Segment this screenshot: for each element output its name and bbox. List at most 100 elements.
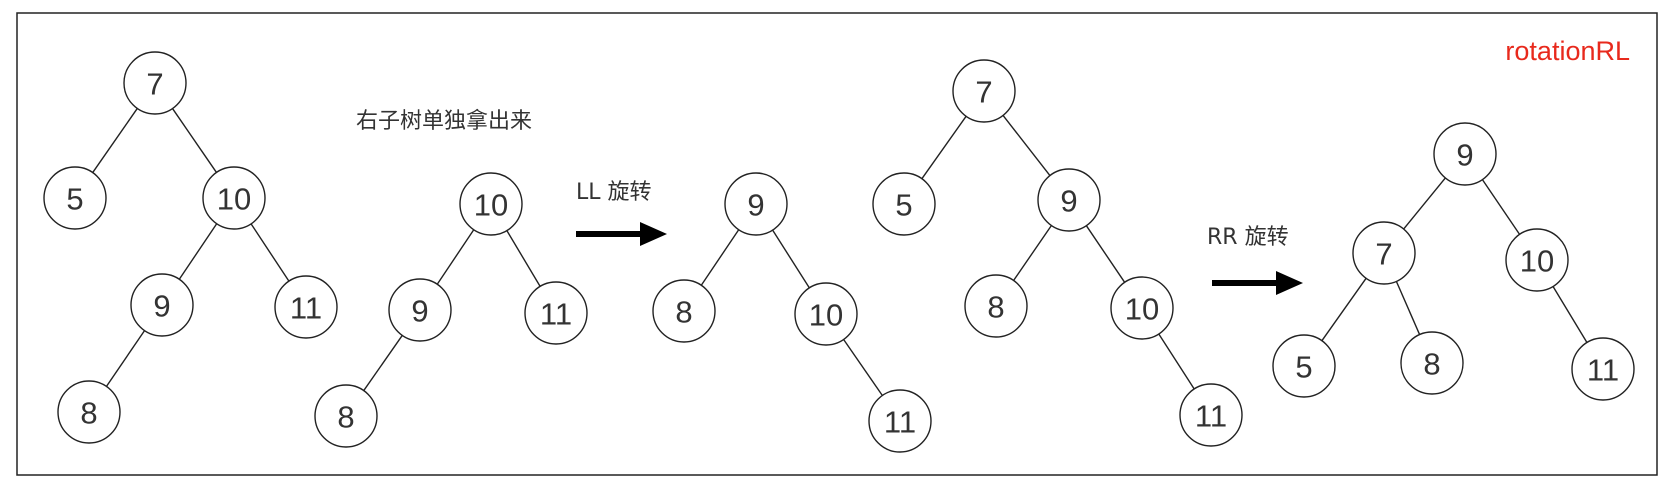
- tree-edge: [1321, 277, 1367, 342]
- node-circle: [1400, 331, 1464, 395]
- node-circle: [724, 172, 788, 236]
- node-circle: [388, 278, 452, 342]
- tree-edge: [772, 229, 810, 289]
- node-circle: [459, 172, 523, 236]
- node-circle: [1037, 168, 1101, 232]
- tree-edge: [178, 223, 218, 280]
- tree-edges: [92, 108, 1588, 396]
- tree-node: 8: [1400, 331, 1464, 395]
- tree-edge: [843, 339, 883, 396]
- node-label: 11: [290, 291, 322, 326]
- node-label: 8: [675, 295, 692, 330]
- node-circle: [794, 282, 858, 346]
- tree-node: 9: [130, 273, 194, 337]
- node-label: 11: [1587, 353, 1619, 388]
- tree-node: 10: [1505, 228, 1569, 292]
- node-circle: [57, 380, 121, 444]
- tree-node: 8: [964, 274, 1028, 338]
- node-label: 10: [217, 182, 251, 217]
- node-circle: [652, 279, 716, 343]
- tree-node: 9: [1433, 122, 1497, 186]
- tree-edge: [1158, 333, 1195, 390]
- tree-node: 10: [794, 282, 858, 346]
- tree-node: 9: [724, 172, 788, 236]
- tree-node: 5: [872, 172, 936, 236]
- tree-edge: [436, 229, 475, 285]
- node-circle: [872, 172, 936, 236]
- node-circle: [868, 389, 932, 453]
- tree-node: 7: [952, 59, 1016, 123]
- tree-node: 11: [274, 275, 338, 339]
- node-circle: [1272, 334, 1336, 398]
- tree-edge: [1002, 115, 1051, 176]
- node-label: 9: [747, 188, 764, 223]
- tree-node: 11: [868, 389, 932, 453]
- node-label: 8: [1423, 347, 1440, 382]
- rr-arrow: [1212, 271, 1303, 295]
- tree-edge: [363, 335, 403, 391]
- tree-node: 10: [459, 172, 523, 236]
- caption-extract-subtree: 右子树单独拿出来: [356, 108, 532, 134]
- node-label: 8: [80, 396, 97, 431]
- node-circle: [202, 166, 266, 230]
- node-label: 10: [1125, 292, 1159, 327]
- node-circle: [274, 275, 338, 339]
- node-label: 9: [411, 294, 428, 329]
- tree-nodes: 7 5 10 9 11 8 10 9 11 8 9 8 10 11 7 5 9 8 10 11 9 7 10 5 8 11: [43, 51, 1635, 453]
- tree-node: 7: [1352, 221, 1416, 285]
- node-label: 11: [1195, 399, 1227, 434]
- caption-rr-rotation: RR 旋转: [1207, 225, 1289, 250]
- node-circle: [1110, 276, 1174, 340]
- node-label: 10: [1520, 244, 1554, 279]
- node-circle: [952, 59, 1016, 123]
- node-label: 11: [884, 405, 916, 440]
- node-label: 9: [1456, 138, 1473, 173]
- tree-edge: [250, 223, 290, 282]
- tree-node: 5: [43, 166, 107, 230]
- node-circle: [964, 274, 1028, 338]
- node-label: 7: [146, 67, 163, 102]
- node-circle: [1433, 122, 1497, 186]
- tree-node: 10: [1110, 276, 1174, 340]
- node-circle: [130, 273, 194, 337]
- tree-node: 5: [1272, 334, 1336, 398]
- diagram-title: rotationRL: [1505, 36, 1630, 66]
- node-label: 5: [1295, 350, 1312, 385]
- node-label: 9: [1060, 184, 1077, 219]
- tree-edge: [1403, 177, 1446, 230]
- tree-edge: [105, 330, 146, 387]
- tree-node: 8: [57, 380, 121, 444]
- node-label: 10: [809, 298, 843, 333]
- tree-node: 8: [652, 279, 716, 343]
- node-circle: [1352, 221, 1416, 285]
- node-circle: [524, 281, 588, 345]
- tree-edge: [1085, 225, 1126, 283]
- node-label: 10: [474, 188, 508, 223]
- tree-edge: [92, 108, 138, 173]
- node-circle: [43, 166, 107, 230]
- node-label: 5: [66, 182, 83, 217]
- tree-node: 11: [1571, 337, 1635, 401]
- node-circle: [1571, 337, 1635, 401]
- node-label: 7: [975, 75, 992, 110]
- node-label: 9: [153, 289, 170, 324]
- tree-node: 11: [1179, 383, 1243, 447]
- tree-node: 11: [524, 281, 588, 345]
- tree-edge: [171, 108, 218, 173]
- node-label: 7: [1375, 237, 1392, 272]
- tree-edge: [1481, 179, 1521, 235]
- tree-edge: [1013, 225, 1052, 281]
- node-label: 5: [895, 188, 912, 223]
- node-label: 8: [987, 290, 1004, 325]
- node-circle: [123, 51, 187, 115]
- tree-node: 9: [388, 278, 452, 342]
- node-circle: [1179, 383, 1243, 447]
- tree-edge: [921, 115, 967, 180]
- node-circle: [314, 384, 378, 448]
- node-label: 8: [337, 400, 354, 435]
- tree-edge: [1395, 281, 1421, 335]
- caption-ll-rotation: LL 旋转: [576, 180, 652, 205]
- ll-arrow: [576, 222, 667, 246]
- tree-node: 7: [123, 51, 187, 115]
